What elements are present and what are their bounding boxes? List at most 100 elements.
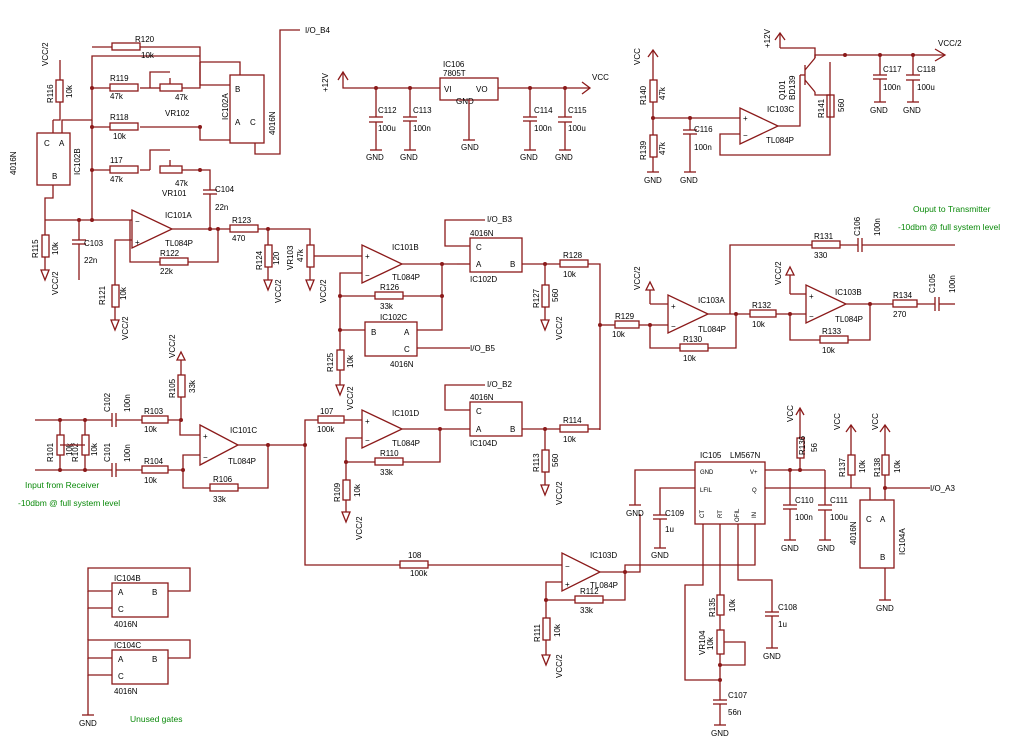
ic102a-pin-a: A: [235, 118, 241, 127]
vcc2-r115-arrow: [40, 269, 50, 282]
net-io-a3: I/O_A3: [930, 484, 955, 493]
r126-value: 33k: [380, 302, 394, 311]
vcc2-vr103: VCC/2: [319, 279, 328, 303]
r109-label: R109: [333, 482, 342, 502]
vr101-value: 47k: [175, 179, 189, 188]
r106-label: R106: [213, 475, 233, 484]
r104-value: 10k: [144, 476, 158, 485]
ic103c-body: [739, 106, 780, 146]
r107: [317, 415, 345, 424]
c101-label: C101: [103, 442, 112, 462]
ic104c-pin-a: A: [118, 655, 124, 664]
r110-value: 33k: [380, 468, 394, 477]
ic104b-pin-a: A: [118, 588, 124, 597]
r127-label: R127: [532, 288, 541, 308]
c110-label: C110: [795, 496, 814, 505]
c101-value: 100n: [123, 444, 132, 462]
vcc2-ic103a: VCC/2: [633, 266, 642, 290]
vcc-r136: VCC: [786, 405, 795, 422]
gnd-c118: GND: [903, 106, 921, 115]
c105-label: C105: [928, 273, 937, 293]
r106: [209, 483, 239, 492]
c108-label: C108: [778, 603, 798, 612]
ic104d-pin-a: A: [476, 425, 482, 434]
r118-value: 10k: [113, 132, 127, 141]
vcc2-r105: VCC/2: [168, 334, 177, 358]
ic104b-pin-b: B: [152, 588, 157, 597]
r113: [541, 449, 550, 473]
vcc2-r109: VCC/2: [355, 516, 364, 540]
ic102c-pin-a: A: [404, 328, 410, 337]
ic105-pin-vp: V+: [750, 470, 758, 476]
ic101b-label: IC101B: [392, 243, 419, 252]
gnd-c113: GND: [400, 153, 418, 162]
svg-text:−: −: [365, 436, 370, 445]
vcc-r138: VCC: [871, 413, 880, 430]
c112-value: 100u: [378, 124, 396, 133]
r129-value: 10k: [612, 330, 626, 339]
ic106-part: 7805T: [443, 69, 466, 78]
r118-label: R118: [110, 113, 129, 122]
ic104a-body: [859, 499, 895, 569]
r137: [847, 454, 856, 476]
ic103b-label: IC103B: [835, 288, 862, 297]
vcc2-r111: VCC/2: [555, 654, 564, 678]
section-power-supply: +12V IC106 7805T VI VO GND VCC GND C112 …: [321, 60, 609, 162]
c112-label: C112: [378, 106, 397, 115]
svg-text:−: −: [809, 312, 814, 321]
r139: [649, 134, 658, 158]
r111-value: 10k: [553, 623, 562, 637]
r129: [614, 320, 640, 329]
c106-label: C106: [853, 216, 862, 236]
r140-label: R140: [639, 85, 648, 105]
r110: [374, 457, 404, 466]
ic101b-body: [361, 243, 404, 285]
r117: [109, 165, 139, 174]
ic102a-part: 4016N: [268, 111, 277, 135]
r109-value: 10k: [353, 483, 362, 497]
c109-label: C109: [665, 509, 685, 518]
r102-value: 10k: [90, 442, 99, 456]
ic105-pin-gnd: GND: [700, 470, 714, 476]
p12v-reg: +12V: [321, 72, 330, 92]
r131-label: R131: [814, 232, 834, 241]
r121-label: R121: [98, 285, 107, 305]
ic104d-pin-c: C: [476, 407, 482, 416]
r113-value: 560: [551, 453, 560, 467]
r120-value: 10k: [141, 51, 155, 60]
ic103d-label: IC103D: [590, 551, 617, 560]
r122-value: 22k: [160, 267, 174, 276]
vcc2-r121: VCC/2: [121, 316, 130, 340]
ic104c-body: [111, 649, 169, 685]
r131: [811, 240, 841, 249]
ic104d-body: [469, 401, 523, 437]
r137-value: 10k: [858, 459, 867, 473]
ic104d-part: 4016N: [470, 393, 494, 402]
ic101c-label: IC101C: [230, 426, 257, 435]
ic102d-pin-b: B: [510, 260, 515, 269]
ic104c-pin-b: B: [152, 655, 157, 664]
ic102d-pin-c: C: [476, 243, 482, 252]
r109: [342, 479, 351, 501]
r132-value: 10k: [752, 320, 766, 329]
r130-value: 10k: [683, 354, 697, 363]
vr103-value: 47k: [296, 248, 305, 262]
r116-value: 10k: [65, 84, 74, 98]
ic102b-pin-b: B: [52, 172, 57, 181]
r132-label: R132: [752, 301, 772, 310]
r125: [336, 349, 345, 371]
r112-label: R112: [580, 587, 599, 596]
section-dtmf-switching: 4016N IC102B C A B IC102A 4016N B A C I/…: [9, 26, 330, 230]
c108-value: 1u: [778, 620, 787, 629]
r116: [55, 79, 64, 103]
r140-value: 47k: [658, 86, 667, 100]
r115-label: R115: [31, 239, 40, 258]
r119-value: 47k: [110, 92, 124, 101]
r107-label: 107: [320, 407, 334, 416]
ic104b-label: IC104B: [114, 574, 141, 583]
svg-text:−: −: [365, 271, 370, 280]
gnd-c107: GND: [711, 729, 729, 738]
vcc-r137: VCC: [833, 413, 842, 430]
r141: [826, 94, 835, 118]
r102-label: R102: [71, 442, 80, 462]
